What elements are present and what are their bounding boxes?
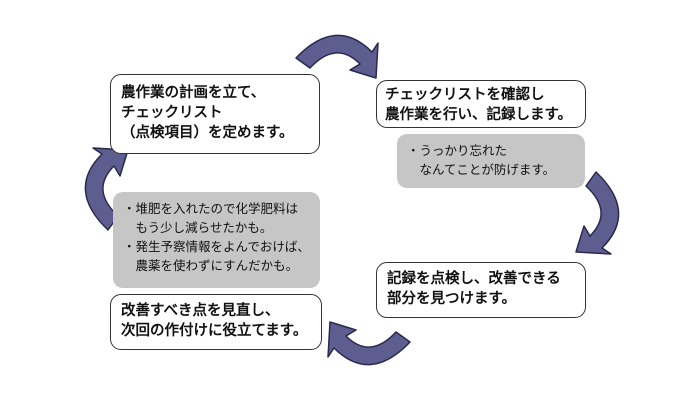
do-note-line-1: ・うっかり忘れた — [407, 143, 508, 158]
step-plan-box: 農作業の計画を立て、 チェックリスト （点検項目）を定めます。 — [110, 74, 320, 154]
step-do-line-2: 農作業を行い、記録します。 — [385, 107, 573, 123]
step-check-line-1: 記録を点検し、改善できる — [387, 271, 561, 287]
step-do-box: チェックリストを確認し 農作業を行い、記録します。 — [376, 80, 586, 128]
act-note-line-2: もう少し減らせたかも。 — [123, 220, 273, 235]
step-do-line-1: チェックリストを確認し — [385, 87, 545, 103]
step-plan-line-2: チェックリスト — [121, 105, 223, 121]
do-note: ・うっかり忘れた なんてことが防げます。 — [397, 134, 585, 188]
act-note: ・堆肥を入れたので化学肥料は もう少し減らせたかも。 ・発生予察情報をよんでおけ… — [113, 192, 320, 288]
step-act-box: 改善すべき点を見直し、 次回の作付けに役立てます。 — [110, 294, 322, 350]
bottom-cycle-arrow — [327, 321, 411, 366]
step-act-line-1: 改善すべき点を見直し、 — [121, 303, 280, 319]
do-note-line-2: なんてことが防げます。 — [407, 162, 556, 177]
step-act-line-2: 次回の作付けに役立てます。 — [121, 323, 308, 339]
act-note-line-3: ・発生予察情報をよんでおけば、 — [123, 239, 310, 254]
top-cycle-arrow — [295, 34, 379, 79]
step-plan-line-1: 農作業の計画を立て、 — [121, 85, 266, 101]
step-check-box: 記録を点検し、改善できる 部分を見つけます。 — [376, 262, 586, 318]
step-check-line-2: 部分を見つけます。 — [387, 291, 517, 307]
act-note-line-4: 農薬を使わずにすんだかも。 — [123, 258, 299, 273]
step-plan-line-3: （点検項目）を定めます。 — [121, 125, 294, 141]
act-note-line-1: ・堆肥を入れたので化学肥料は — [123, 201, 299, 216]
